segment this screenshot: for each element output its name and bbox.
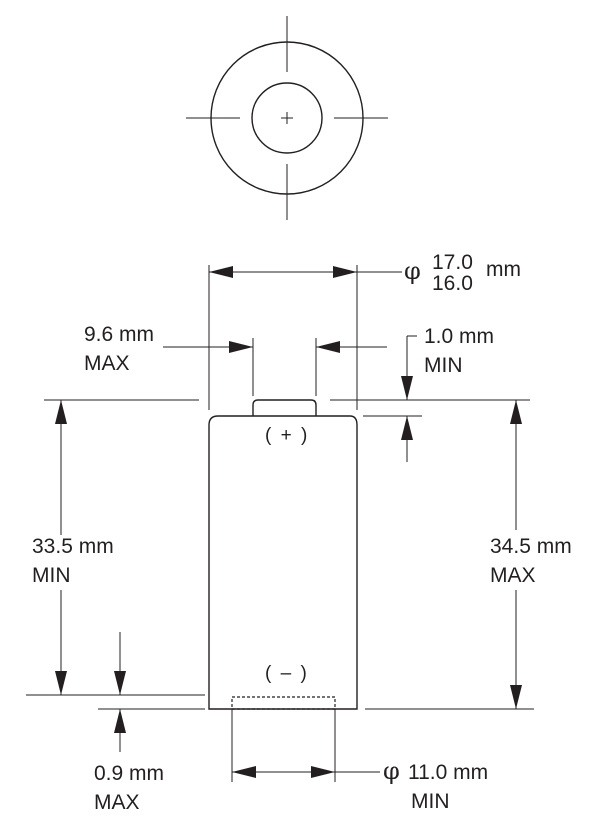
arrow-head xyxy=(232,766,256,778)
arrow-head xyxy=(209,266,233,278)
diameter-symbol: φ xyxy=(404,257,421,285)
diameter-upper-value: 17.0 xyxy=(432,251,473,274)
negative-contact-outline xyxy=(231,696,336,710)
contact-diameter-qualifier: MIN xyxy=(411,790,450,813)
arrow-head xyxy=(401,416,413,440)
total-height-dimension xyxy=(365,400,534,710)
arrow-head xyxy=(229,341,253,353)
total-height-value: 34.5 mm xyxy=(490,535,572,558)
battery-body xyxy=(208,415,358,710)
cap-height-value: 1.0 mm xyxy=(424,325,495,348)
cap-height-dimension xyxy=(330,335,530,462)
contact-diameter-symbol: φ xyxy=(383,757,400,785)
cap-height-qualifier: MIN xyxy=(424,354,463,377)
total-height-label: 34.5 mm MAX xyxy=(490,532,572,590)
total-height-qualifier: MAX xyxy=(490,564,536,587)
battery-side-view xyxy=(208,399,358,710)
cap-width-value: 9.6 mm xyxy=(84,323,155,346)
diameter-lower-value: 16.0 xyxy=(432,272,473,295)
bottom-recess-dimension xyxy=(98,632,205,752)
arrow-head xyxy=(55,671,67,695)
contact-diameter-dimension xyxy=(231,709,380,782)
arrow-head xyxy=(401,376,413,400)
arrow-head xyxy=(114,671,126,695)
body-height-label: 33.5 mm MIN xyxy=(32,532,114,590)
diameter-dimension xyxy=(208,265,402,410)
body-height-qualifier: MIN xyxy=(32,564,71,587)
positive-cap xyxy=(252,399,317,416)
body-height-value: 33.5 mm xyxy=(32,535,114,558)
positive-terminal-label: ( + ) xyxy=(265,425,310,446)
cap-width-dimension xyxy=(163,338,387,396)
bottom-recess-value: 0.9 mm xyxy=(94,762,165,785)
cap-height-label: 1.0 mm MIN xyxy=(424,322,494,380)
top-view xyxy=(186,16,388,220)
arrow-head xyxy=(114,709,126,733)
arrow-head xyxy=(311,766,335,778)
inner-circle xyxy=(251,82,323,154)
cap-width-qualifier: MAX xyxy=(84,352,130,375)
arrow-head xyxy=(510,400,522,424)
arrow-head xyxy=(510,685,522,709)
cap-width-label: 9.6 mm MAX xyxy=(84,320,154,378)
diameter-unit: mm xyxy=(486,258,521,281)
contact-diameter-value: 11.0 mm xyxy=(408,761,489,784)
negative-terminal-label: ( – ) xyxy=(265,663,309,684)
arrow-head xyxy=(333,266,357,278)
bottom-recess-qualifier: MAX xyxy=(94,791,140,814)
arrow-head xyxy=(316,341,340,353)
body-height-dimension xyxy=(26,399,205,696)
bottom-recess-label: 0.9 mm MAX xyxy=(94,759,164,817)
arrow-head xyxy=(55,400,67,424)
